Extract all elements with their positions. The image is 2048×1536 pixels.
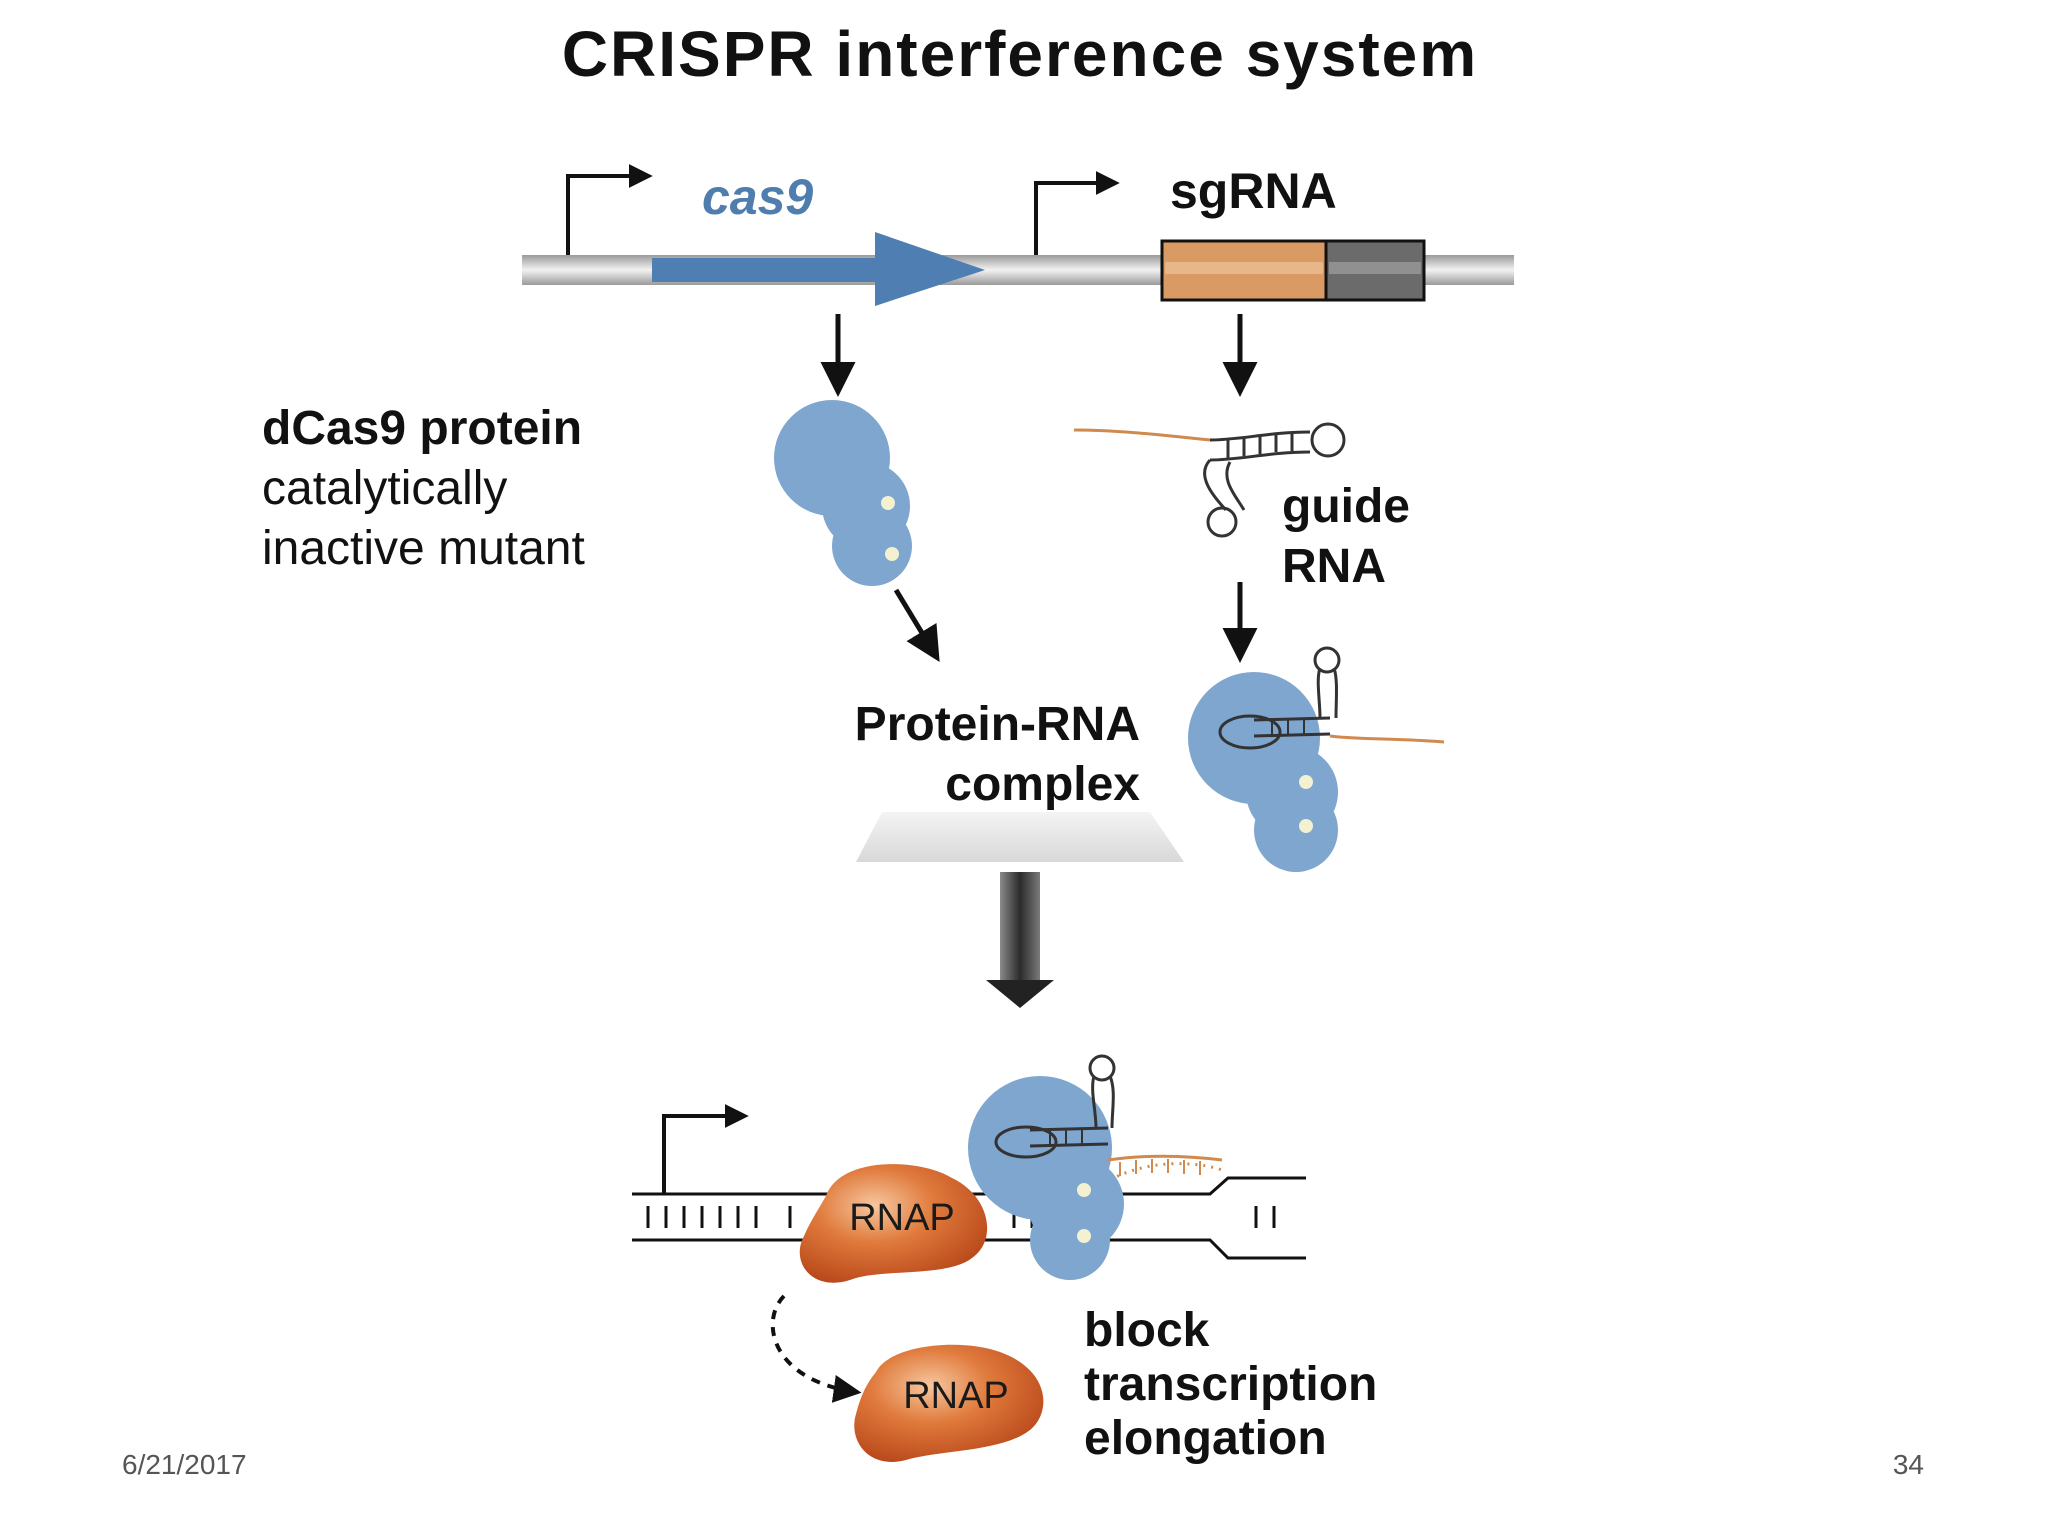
guide-rna-label-line2: RNA bbox=[1282, 540, 1386, 593]
rnap-released-label: RNAP bbox=[903, 1375, 1009, 1417]
outcome-label-line1: block bbox=[1084, 1304, 1210, 1357]
dcas9-description-line1: catalytically bbox=[262, 462, 507, 515]
rnap-bound-icon bbox=[799, 1164, 988, 1283]
guide-rna-label-line1: guide bbox=[1282, 480, 1410, 533]
cas9-gene-arrow bbox=[652, 232, 985, 306]
big-down-arrow bbox=[986, 872, 1054, 1008]
slide-title: CRISPR interference system bbox=[562, 18, 1478, 90]
assembly-arrow-dcas9 bbox=[893, 588, 940, 662]
transition-trapezoid bbox=[856, 812, 1184, 862]
complex-label-line2: complex bbox=[945, 758, 1140, 811]
rnap-bound-label: RNAP bbox=[849, 1197, 955, 1239]
gene-label-sgrna: sgRNA bbox=[1170, 163, 1337, 219]
rnap-released-icon bbox=[854, 1344, 1044, 1462]
outcome-label-line3: elongation bbox=[1084, 1412, 1327, 1465]
promoter-sgrna-icon bbox=[1034, 171, 1120, 255]
gene-label-cas9: cas9 bbox=[702, 169, 813, 225]
dcas9-protein-icon bbox=[774, 400, 912, 586]
dna-construct bbox=[522, 164, 1514, 306]
promoter-target-icon bbox=[662, 1104, 749, 1194]
guide-rna-icon bbox=[1073, 422, 1346, 538]
promoter-cas9-icon bbox=[566, 164, 653, 255]
dcas9-title: dCas9 protein bbox=[262, 402, 582, 455]
outcome-label-line2: transcription bbox=[1084, 1358, 1377, 1411]
footer-page-number: 34 bbox=[1893, 1449, 1924, 1480]
footer-date: 6/21/2017 bbox=[122, 1449, 247, 1480]
complex-label-line1: Protein-RNA bbox=[855, 698, 1140, 751]
release-dashed-arrow bbox=[770, 1294, 862, 1403]
bound-dcas9-complex-icon bbox=[968, 1054, 1223, 1280]
dcas9-description-line2: inactive mutant bbox=[262, 522, 585, 575]
protein-rna-complex-icon bbox=[1188, 646, 1445, 872]
